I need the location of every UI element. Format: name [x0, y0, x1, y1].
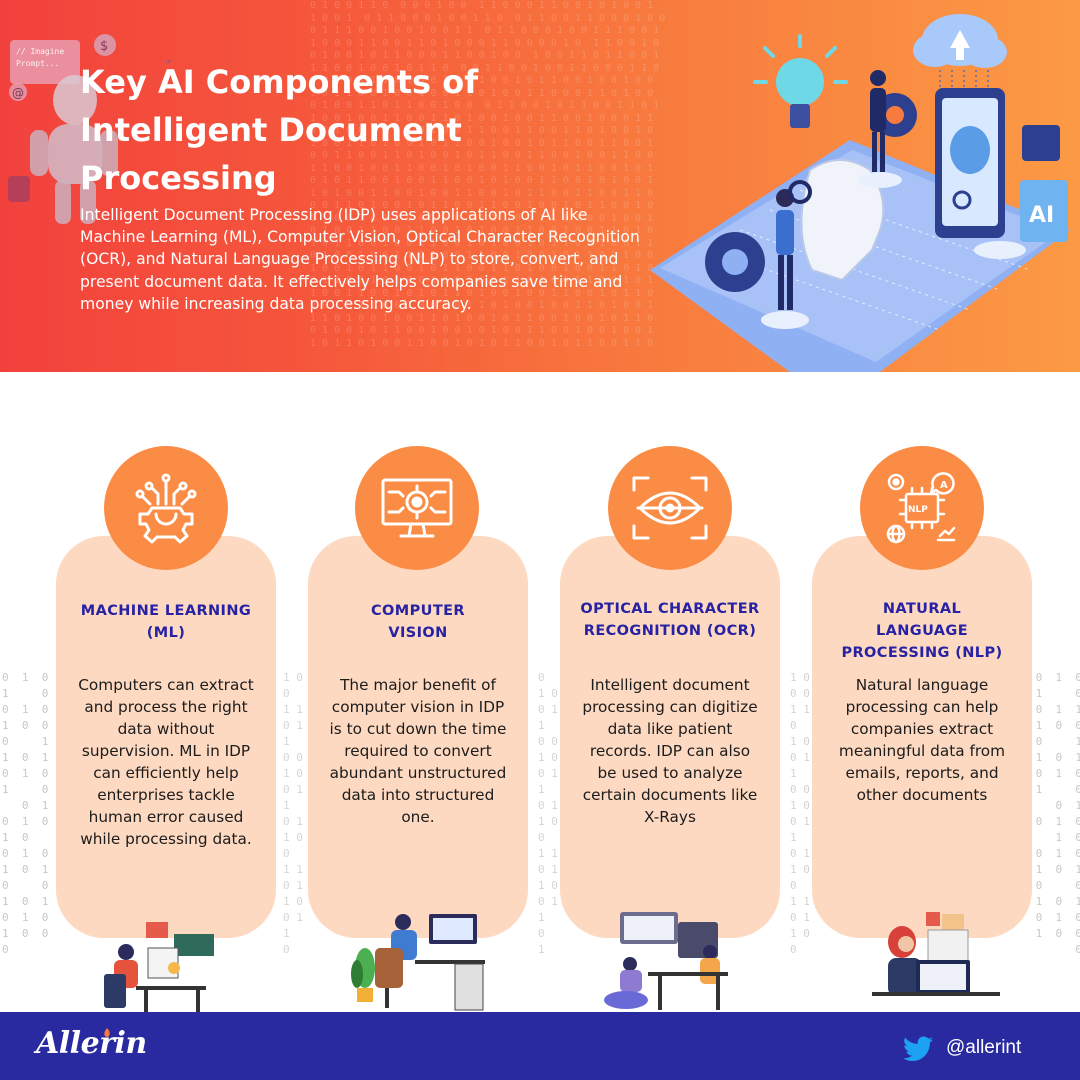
ai-document-illustration: AI [650, 14, 1070, 372]
people-at-desk-illustration-3 [604, 912, 728, 1010]
svg-text:@: @ [12, 86, 24, 100]
svg-text:$: $ [100, 39, 108, 54]
card-body: Computers can extract and process the ri… [78, 676, 254, 848]
twitter-handle[interactable]: @allerint [946, 1037, 1022, 1058]
page-title: Key AI Components of Intelligent Documen… [80, 63, 479, 197]
card-title: OPTICAL CHARACTER RECOGNITION (OCR) [580, 601, 760, 639]
person-at-desk-illustration-1 [104, 922, 214, 1012]
twitter-icon[interactable] [903, 1036, 933, 1062]
brand-logo[interactable]: Allerin [36, 1026, 147, 1061]
card-title: COMPUTER VISION [371, 603, 465, 641]
monitor-eye-icon [355, 446, 479, 570]
card-body: Natural language processing can help com… [838, 676, 1006, 804]
card-body: Intelligent document processing can digi… [582, 676, 758, 826]
binary-decoration-right: 0 1 0 1 0 0 1 1 1 0 0 0 1 1 0 1 0 1 0 1 … [1035, 671, 1080, 956]
svg-text:A: A [940, 480, 948, 491]
robot-screen-text: // Imagine [16, 47, 64, 56]
binary-background: 0 1 0 0 1 1 0 0 0 0 1 0 0 1 1 0 0 0 1 1 … [310, 0, 666, 349]
card-title: NATURAL LANGUAGE PROCESSING (NLP) [841, 601, 1003, 661]
person-on-phone-illustration-4 [872, 912, 1000, 996]
ai-badge-text: AI [1029, 203, 1054, 228]
card-ocr: OPTICAL CHARACTER RECOGNITION (OCR) Inte… [560, 536, 780, 938]
ml-gear-circuit-icon [104, 446, 228, 570]
page-description: Intelligent Document Processing (IDP) us… [80, 206, 640, 313]
card-computer-vision: COMPUTER VISION The major benefit of com… [308, 536, 528, 938]
nlp-chip-icon: A NLP [860, 446, 984, 570]
nlp-chip-label: NLP [908, 505, 928, 515]
card-machine-learning: MACHINE LEARNING (ML) Computers can extr… [56, 536, 276, 938]
binary-decoration-left: 0 1 0 1 0 0 1 0 1 0 0 0 1 1 0 1 0 1 0 1 … [2, 671, 49, 956]
card-nlp: NATURAL LANGUAGE PROCESSING (NLP) Natura… [812, 536, 1032, 938]
binary-decoration-3: 1 0 0 0 1 1 0 1 0 0 1 1 0 0 1 0 0 1 1 0 … [790, 671, 810, 956]
card-title: MACHINE LEARNING (ML) [80, 603, 252, 641]
svg-text:Prompt...: Prompt... [16, 59, 59, 68]
person-at-desk-illustration-2 [351, 914, 485, 1011]
eye-scan-icon [608, 446, 732, 570]
footer-bar: Allerin [0, 1012, 1080, 1080]
logo-flame-icon [104, 1028, 110, 1037]
hero-banner: 0 1 0 0 1 1 0 0 0 0 1 0 0 1 1 0 0 0 1 1 … [0, 0, 1080, 372]
binary-decoration-2: 0 1 0 0 1 1 0 0 1 0 0 1 1 0 1 1 0 0 1 1 … [538, 671, 558, 956]
binary-decoration-1: 1 0 0 1 1 0 1 1 0 0 1 0 0 1 1 0 1 1 0 0 … [283, 671, 303, 956]
card-body: The major benefit of computer vision in … [329, 676, 507, 826]
robot-illustration: // Imagine Prompt... $ @ [8, 34, 170, 224]
